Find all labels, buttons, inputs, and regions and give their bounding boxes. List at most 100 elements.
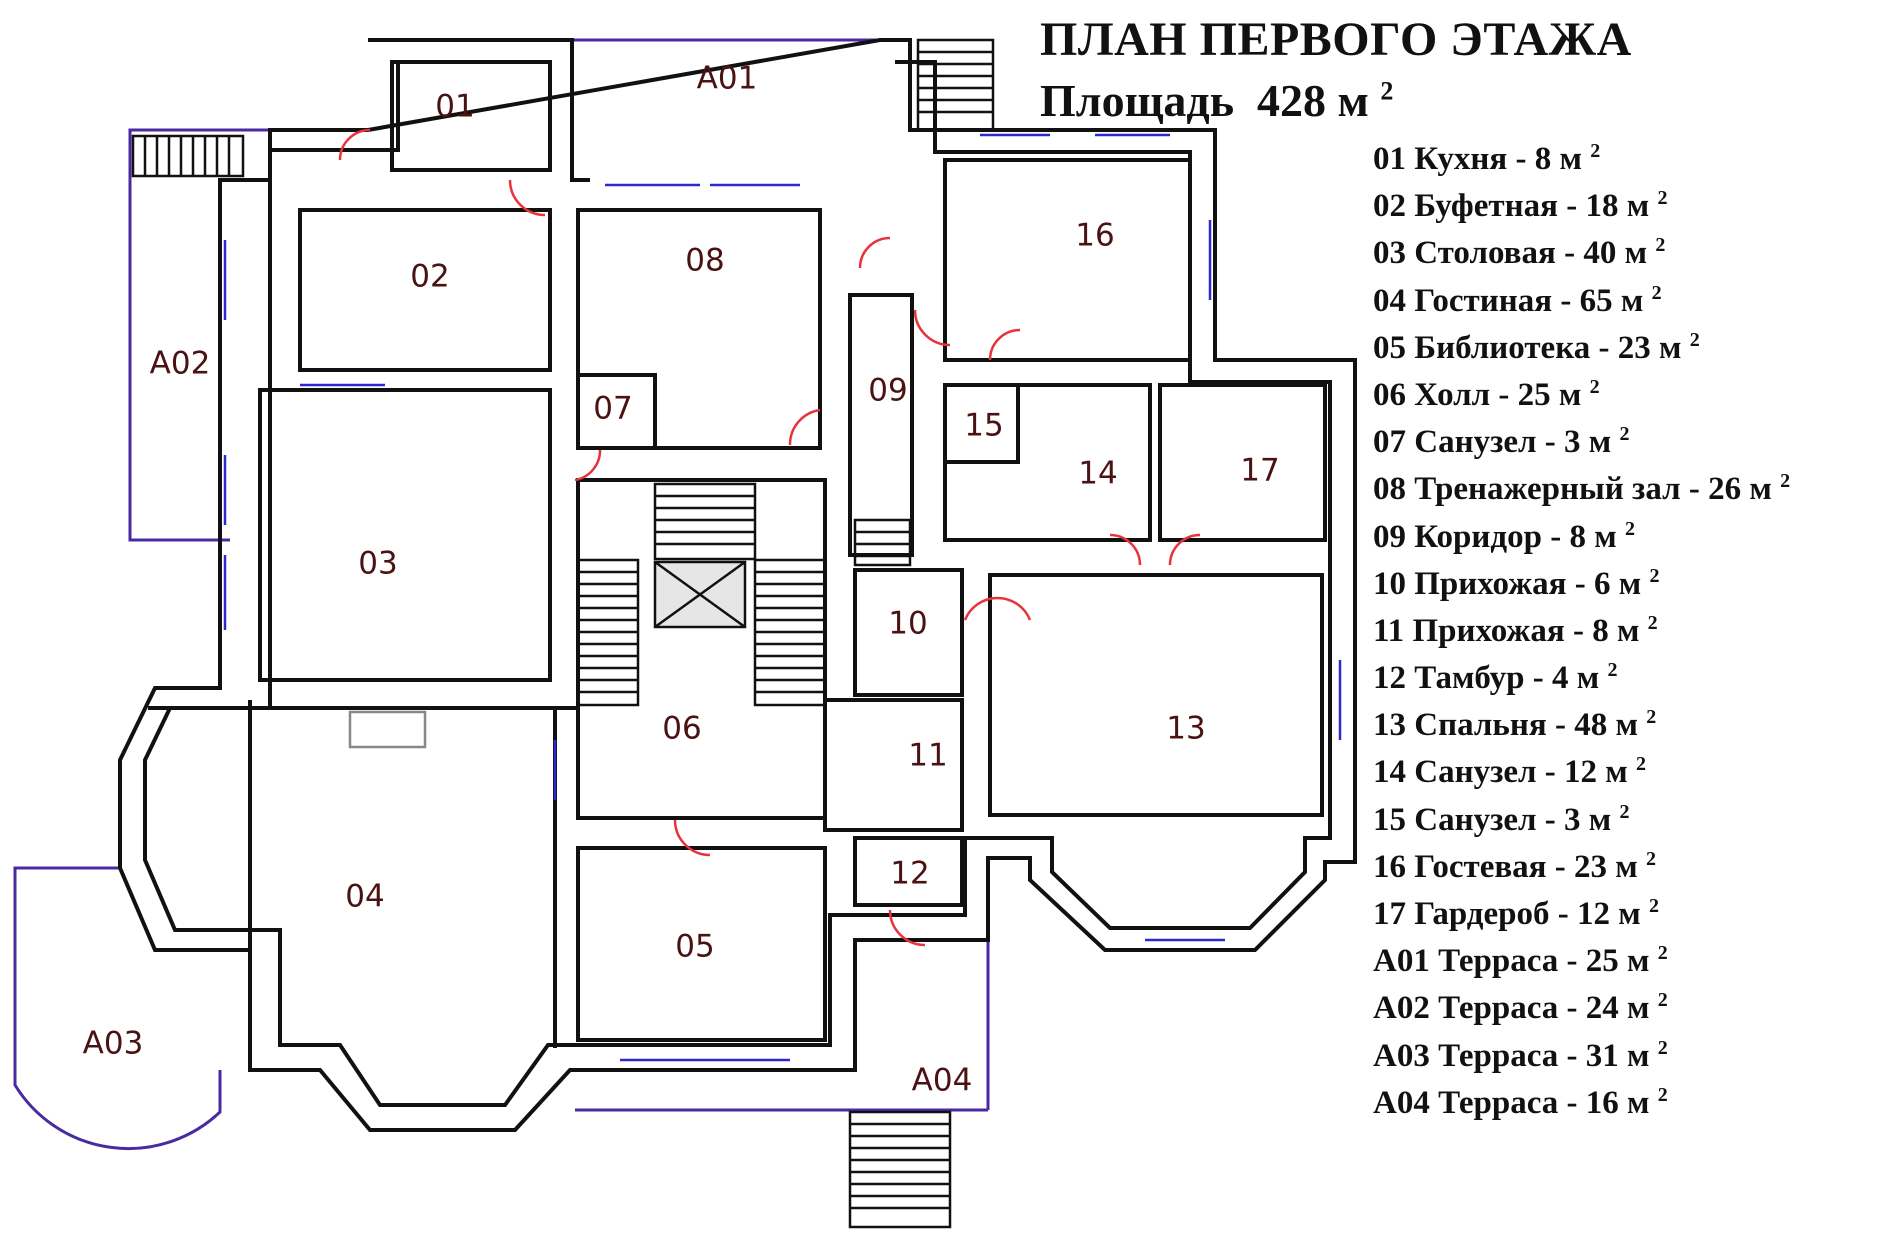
legend-room-area: 25 м: [1585, 943, 1650, 980]
legend-room-name: Терраса: [1438, 990, 1559, 1027]
legend-code: 03: [1373, 235, 1406, 272]
legend-area-unit-sup: 2: [1657, 187, 1668, 210]
legend-code: 05: [1373, 329, 1406, 366]
legend-room-area: 23 м: [1617, 329, 1682, 366]
legend-room-area: 4 м: [1552, 660, 1600, 697]
legend-room-area: 26 м: [1708, 471, 1772, 508]
legend-item: A04 Терраса - 16 м 2: [1373, 1083, 1668, 1121]
legend-room-name: Терраса: [1438, 943, 1559, 980]
legend-room-area: 18 м: [1585, 188, 1650, 225]
room-label: A02: [150, 346, 211, 382]
room-label: 02: [410, 259, 449, 295]
legend-item: 15 Санузел - 3 м 2: [1373, 800, 1630, 838]
room-label: A03: [83, 1026, 144, 1062]
outer-wall-inner: [390, 60, 552, 172]
staircases: [131, 38, 995, 1229]
legend-room-area: 65 м: [1579, 282, 1644, 319]
stair-hall: [653, 482, 757, 561]
interior-wall: [848, 293, 914, 557]
legend-room-name: Холл: [1414, 376, 1491, 413]
legend-room-name: Прихожая: [1414, 565, 1567, 602]
terrace-outlines: [13, 38, 990, 1151]
total-area-label: Площадь: [1040, 75, 1235, 126]
legend-room-name: Тамбур: [1414, 660, 1525, 697]
legend-area-unit-sup: 2: [1646, 847, 1657, 870]
legend-area-unit-sup: 2: [1689, 328, 1700, 351]
legend-item: 12 Тамбур - 4 м 2: [1373, 659, 1618, 697]
legend-code: 09: [1373, 518, 1406, 555]
legend-area-unit-sup: 2: [1649, 564, 1660, 587]
doors: [338, 128, 1201, 947]
interior-wall: [1158, 383, 1327, 542]
legend-item: 16 Гостевая - 23 м 2: [1373, 847, 1657, 885]
door: [574, 449, 602, 482]
room-labels: 01 02 03 04 05 06 07 08 09 10 11 12 13 1…: [83, 61, 1280, 1099]
legend-code: 04: [1373, 282, 1406, 319]
interior-wall: [988, 573, 1324, 817]
terrace-a03-outline: [13, 866, 222, 1151]
legend-code: 13: [1373, 707, 1406, 744]
legend-item: 06 Холл - 25 м 2: [1373, 375, 1600, 413]
legend-code: A01: [1373, 943, 1430, 980]
interior-wall: [576, 373, 657, 450]
legend-code: 02: [1373, 188, 1406, 225]
legend-room-area: 12 м: [1564, 754, 1628, 791]
plan-title: ПЛАН ПЕРВОГО ЭТАЖА: [1040, 13, 1632, 66]
interior-wall: [576, 846, 827, 1042]
interior-wall: [853, 568, 964, 697]
legend-code: 12: [1373, 660, 1406, 697]
legend-item: 17 Гардероб - 12 м 2: [1373, 895, 1659, 932]
door: [508, 179, 546, 217]
legend-room-name: Прихожая: [1412, 612, 1565, 649]
legend-item: 14 Санузел - 12 м 2: [1373, 753, 1647, 791]
legend-room-area: 3 м: [1564, 424, 1612, 461]
legend-area-unit-sup: 2: [1657, 989, 1668, 1012]
legend-room-name: Буфетная: [1414, 188, 1558, 225]
interior-wall: [853, 836, 964, 907]
legend-item: 13 Спальня - 48 м 2: [1373, 706, 1657, 744]
legend-room-name: Санузел: [1414, 754, 1537, 791]
legend-area-unit-sup: 2: [1648, 895, 1659, 917]
total-area-unit-sup: 2: [1380, 76, 1394, 106]
legend-area-unit-sup: 2: [1651, 281, 1662, 304]
legend-room-area: 8 м: [1592, 612, 1640, 649]
legend-code: 11: [1373, 612, 1405, 649]
legend-item: 08 Тренажерный зал - 26 м 2: [1373, 470, 1791, 508]
door: [963, 596, 1032, 621]
legend-item: 09 Коридор - 8 м 2: [1373, 517, 1635, 555]
interior-wall: [576, 478, 827, 820]
stair-a01: [916, 38, 995, 132]
legend-code: 16: [1373, 848, 1406, 885]
interior-wall: [576, 208, 822, 450]
room-label: 07: [593, 391, 632, 427]
legend-room-name: Гостевая: [1414, 848, 1547, 885]
legend-code: 07: [1373, 424, 1406, 461]
legend-item: 03 Столовая - 40 м 2: [1373, 234, 1666, 272]
legend-area-unit-sup: 2: [1624, 517, 1635, 540]
legend-item: 10 Прихожая - 6 м 2: [1373, 564, 1660, 602]
legend-room-area: 3 м: [1564, 801, 1612, 838]
interior-wall: [258, 388, 552, 682]
legend-area-unit-sup: 2: [1619, 800, 1630, 823]
legend-room-area: 12 м: [1576, 896, 1641, 932]
legend-item: 02 Буфетная - 18 м 2: [1373, 187, 1668, 225]
room-label: 01: [435, 89, 474, 125]
room-label: 03: [358, 546, 397, 582]
door: [1168, 533, 1201, 566]
legend-item: 01 Кухня - 8 м 2: [1373, 140, 1601, 177]
legend-item: A01 Терраса - 25 м 2: [1373, 942, 1668, 980]
room-label: 14: [1078, 456, 1117, 492]
room-label: 04: [345, 879, 384, 915]
legend-room-name: Санузел: [1414, 424, 1537, 461]
stair-a02: [131, 134, 245, 178]
legend-item: 07 Санузел - 3 м 2: [1373, 423, 1630, 461]
legend-item: 04 Гостиная - 65 м 2: [1373, 281, 1662, 319]
legend-code: 01: [1373, 141, 1406, 177]
room-label: 05: [675, 929, 714, 965]
legend-room-area: 8 м: [1569, 518, 1617, 555]
legend-area-unit-sup: 2: [1647, 611, 1658, 634]
legend-area-unit-sup: 2: [1619, 423, 1630, 446]
room-label: 16: [1075, 218, 1114, 254]
room-label: A04: [912, 1063, 973, 1099]
